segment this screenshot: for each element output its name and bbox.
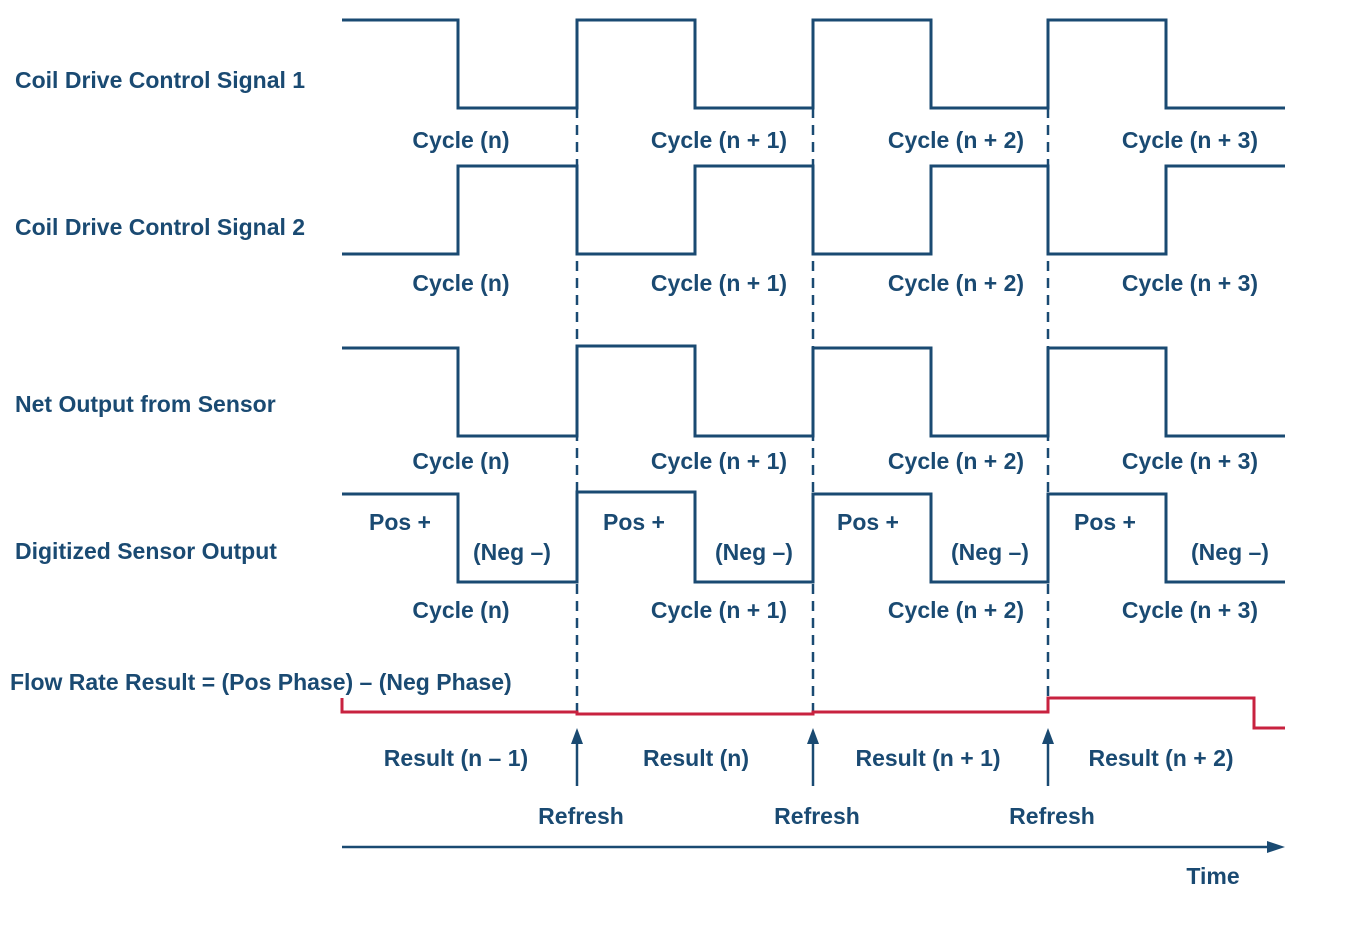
neg-phase-label: (Neg –) <box>715 539 793 565</box>
refresh-label: Refresh <box>1009 803 1095 829</box>
pos-phase-label: Pos + <box>369 509 431 535</box>
neg-phase-label: (Neg –) <box>951 539 1029 565</box>
cycle-label: Cycle (n) <box>412 270 509 296</box>
row-label-flow-rate-result: Flow Rate Result = (Pos Phase) – (Neg Ph… <box>10 669 512 695</box>
result-label: Result (n) <box>643 745 749 771</box>
waveform-net-output <box>342 344 1285 438</box>
cycle-label: Cycle (n + 1) <box>651 270 787 296</box>
cycle-label: Cycle (n + 2) <box>888 127 1024 153</box>
cycle-label: Cycle (n + 1) <box>651 127 787 153</box>
waveform-digitized-output <box>342 490 1285 584</box>
cycle-label: Cycle (n) <box>412 127 509 153</box>
row-label-net-output: Net Output from Sensor <box>15 391 276 417</box>
waveform-coil-drive-1 <box>342 18 1285 110</box>
neg-phase-label: (Neg –) <box>473 539 551 565</box>
cycle-label: Cycle (n + 2) <box>888 270 1024 296</box>
cycle-label: Cycle (n + 3) <box>1122 597 1258 623</box>
result-label: Result (n – 1) <box>384 745 528 771</box>
time-axis-label: Time <box>1186 863 1239 889</box>
cycle-label: Cycle (n + 3) <box>1122 448 1258 474</box>
cycle-label: Cycle (n + 1) <box>651 448 787 474</box>
result-label: Result (n + 2) <box>1088 745 1233 771</box>
pos-phase-label: Pos + <box>1074 509 1136 535</box>
cycle-label: Cycle (n + 1) <box>651 597 787 623</box>
time-axis-arrow <box>342 841 1285 853</box>
row-label-digitized-output: Digitized Sensor Output <box>15 538 277 564</box>
cycle-label: Cycle (n) <box>412 597 509 623</box>
cycle-label: Cycle (n) <box>412 448 509 474</box>
neg-phase-label: (Neg –) <box>1191 539 1269 565</box>
refresh-label: Refresh <box>538 803 624 829</box>
cycle-label: Cycle (n + 3) <box>1122 270 1258 296</box>
pos-phase-label: Pos + <box>603 509 665 535</box>
cycle-label: Cycle (n + 2) <box>888 597 1024 623</box>
result-label: Result (n + 1) <box>855 745 1000 771</box>
refresh-arrow <box>1042 728 1054 786</box>
pos-phase-label: Pos + <box>837 509 899 535</box>
waveform-coil-drive-2 <box>342 164 1285 256</box>
cycle-label: Cycle (n + 3) <box>1122 127 1258 153</box>
row-label-coil-drive-1: Coil Drive Control Signal 1 <box>15 67 305 93</box>
row-label-coil-drive-2: Coil Drive Control Signal 2 <box>15 214 305 240</box>
refresh-arrow <box>807 728 819 786</box>
cycle-label: Cycle (n + 2) <box>888 448 1024 474</box>
refresh-label: Refresh <box>774 803 860 829</box>
waveform-flow-rate-result <box>340 696 1285 730</box>
refresh-arrow <box>571 728 583 786</box>
